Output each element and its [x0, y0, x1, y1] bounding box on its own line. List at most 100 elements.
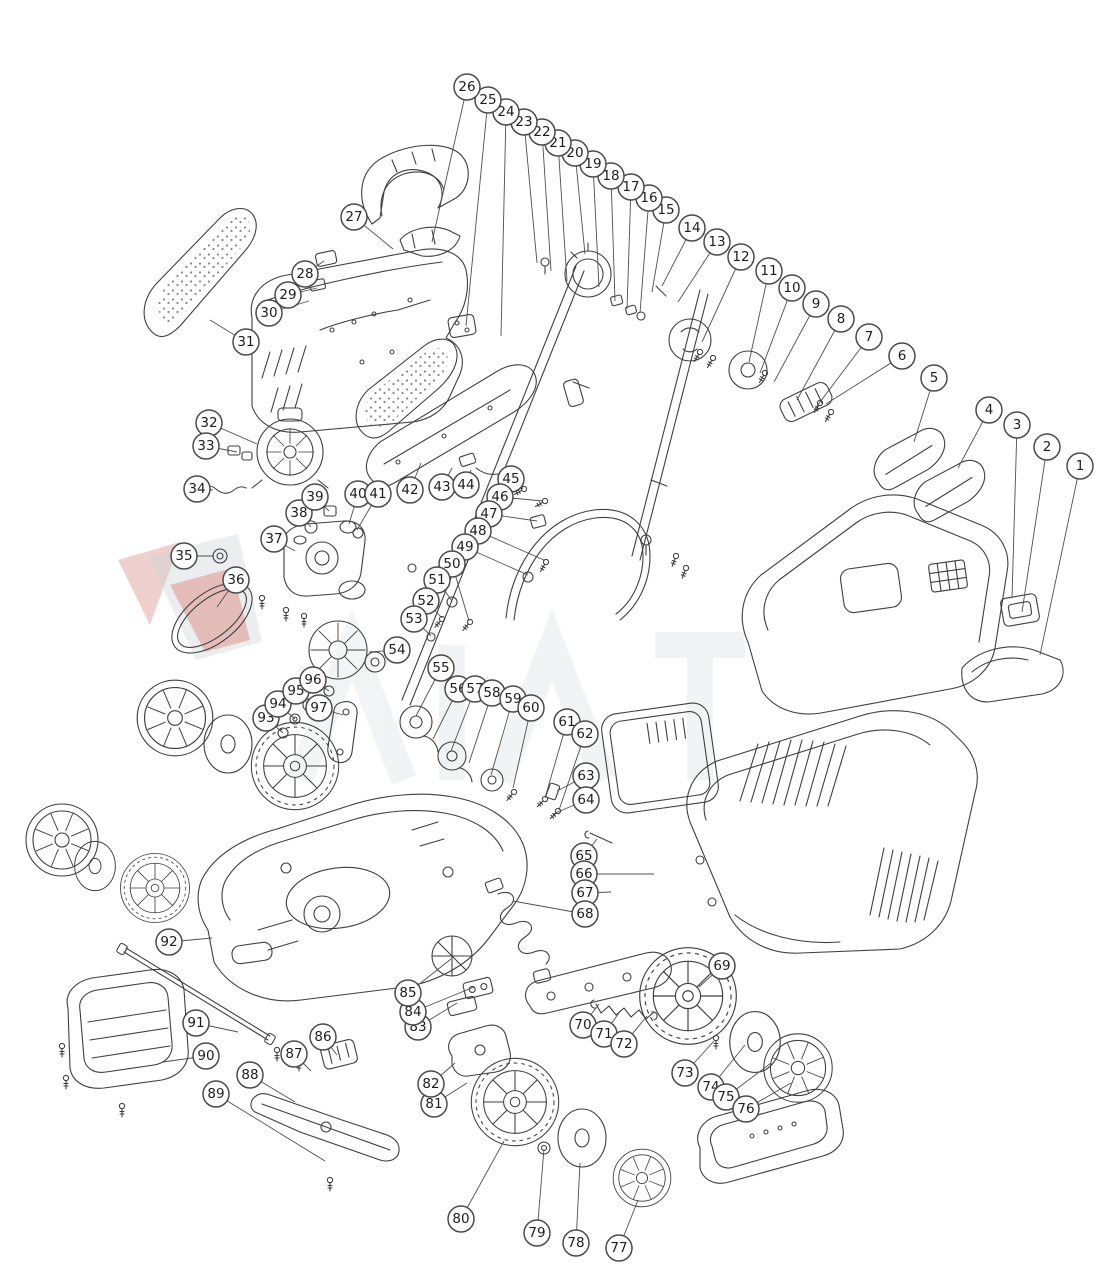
- part-grass-catcher-cover: [741, 494, 1009, 715]
- svg-text:51: 51: [428, 572, 445, 588]
- callout-7: 7: [855, 323, 883, 351]
- callout-42: 42: [396, 476, 424, 504]
- callout-6: 6: [888, 342, 916, 370]
- callout-77: 77: [605, 1234, 633, 1262]
- svg-text:30: 30: [260, 305, 277, 321]
- svg-text:31: 31: [237, 334, 254, 350]
- part-spring: [590, 999, 658, 1021]
- callout-12: 12: [727, 243, 755, 271]
- svg-text:18: 18: [602, 168, 619, 184]
- part-mesh-panel-center: [355, 338, 458, 439]
- part-wheel-height-arm: [524, 951, 672, 1015]
- part-height-adjuster-parts: [399, 705, 519, 803]
- part-motor: [251, 407, 329, 489]
- leader-line-26: [431, 86, 468, 243]
- part-side-rail-cover: [365, 364, 537, 487]
- svg-text:71: 71: [595, 1026, 612, 1042]
- svg-text:34: 34: [188, 481, 205, 497]
- callout-36: 36: [222, 566, 250, 594]
- leader-line-18: [610, 175, 616, 302]
- callout-29: 29: [274, 281, 302, 309]
- svg-text:59: 59: [504, 691, 521, 707]
- part-catcher-frame-panel: [601, 702, 719, 814]
- leader-line-17: [626, 186, 632, 310]
- svg-text:58: 58: [483, 685, 500, 701]
- callout-3: 3: [1003, 411, 1031, 439]
- part-blade-adapter: [273, 1038, 358, 1072]
- svg-text:89: 89: [207, 1086, 224, 1102]
- svg-text:97: 97: [310, 700, 327, 716]
- svg-text:24: 24: [497, 104, 514, 120]
- callout-40: 40: [344, 480, 372, 508]
- callout-5: 5: [920, 364, 948, 392]
- callout-87: 87: [280, 1040, 308, 1068]
- callout-11: 11: [755, 257, 783, 285]
- leader-line-24: [500, 111, 507, 337]
- leader-line-7: [813, 336, 870, 411]
- callout-75: 75: [712, 1083, 740, 1111]
- svg-text:79: 79: [528, 1225, 545, 1241]
- svg-text:6: 6: [898, 348, 907, 364]
- callout-73: 73: [671, 1059, 699, 1087]
- svg-text:80: 80: [452, 1211, 469, 1227]
- callout-96: 96: [299, 666, 327, 694]
- svg-text:23: 23: [515, 114, 532, 130]
- callout-43: 43: [428, 473, 456, 501]
- svg-text:2: 2: [1043, 439, 1052, 455]
- svg-text:17: 17: [622, 179, 639, 195]
- callout-10: 10: [778, 274, 806, 302]
- svg-text:76: 76: [737, 1101, 754, 1117]
- svg-text:95: 95: [287, 683, 304, 699]
- svg-text:39: 39: [306, 489, 323, 505]
- svg-text:75: 75: [717, 1089, 734, 1105]
- svg-text:16: 16: [640, 190, 657, 206]
- svg-text:87: 87: [285, 1046, 302, 1062]
- callout-14: 14: [678, 214, 706, 242]
- svg-text:88: 88: [241, 1067, 258, 1083]
- part-switch-housing: [540, 242, 667, 321]
- svg-text:33: 33: [197, 438, 214, 454]
- callout-30: 30: [255, 299, 283, 327]
- svg-text:53: 53: [405, 611, 422, 627]
- svg-text:64: 64: [577, 792, 594, 808]
- svg-text:41: 41: [369, 486, 386, 502]
- callout-1: 1: [1066, 452, 1094, 480]
- part-handle-grip-half-a: [873, 427, 946, 491]
- svg-text:45: 45: [502, 471, 519, 487]
- leader-line-6: [825, 355, 903, 405]
- part-link-rod: [116, 942, 276, 1046]
- callout-80: 80: [447, 1205, 475, 1233]
- callout-91: 91: [182, 1009, 210, 1037]
- callout-62: 62: [571, 720, 599, 748]
- callout-2: 2: [1033, 433, 1061, 461]
- leader-line-79: [536, 1148, 545, 1234]
- callout-60: 60: [517, 694, 545, 722]
- part-drive-belt: [171, 582, 253, 654]
- callout-8: 8: [827, 305, 855, 333]
- part-deck-foot: [961, 646, 1064, 703]
- svg-text:27: 27: [345, 209, 362, 225]
- svg-text:44: 44: [457, 477, 474, 493]
- svg-text:9: 9: [812, 296, 821, 312]
- leader-line-8: [796, 318, 842, 401]
- svg-text:90: 90: [197, 1048, 214, 1064]
- callout-9: 9: [802, 290, 830, 318]
- svg-text:78: 78: [567, 1235, 584, 1251]
- leader-line-19: [592, 163, 600, 288]
- svg-text:46: 46: [491, 489, 508, 505]
- leader-line-15: [651, 209, 667, 293]
- callout-31: 31: [232, 328, 260, 356]
- callout-70: 70: [569, 1011, 597, 1039]
- svg-text:32: 32: [200, 415, 217, 431]
- svg-text:36: 36: [227, 572, 244, 588]
- svg-text:11: 11: [760, 263, 777, 279]
- callout-76: 76: [732, 1095, 760, 1123]
- part-upper-handle-grip: [361, 144, 469, 225]
- svg-text:38: 38: [290, 505, 307, 521]
- callout-27: 27: [340, 203, 368, 231]
- svg-text:94: 94: [269, 696, 286, 712]
- part-rear-wheel-cover: [763, 1033, 832, 1102]
- svg-text:85: 85: [399, 985, 416, 1001]
- svg-text:82: 82: [422, 1076, 439, 1092]
- callout-25: 25: [474, 86, 502, 114]
